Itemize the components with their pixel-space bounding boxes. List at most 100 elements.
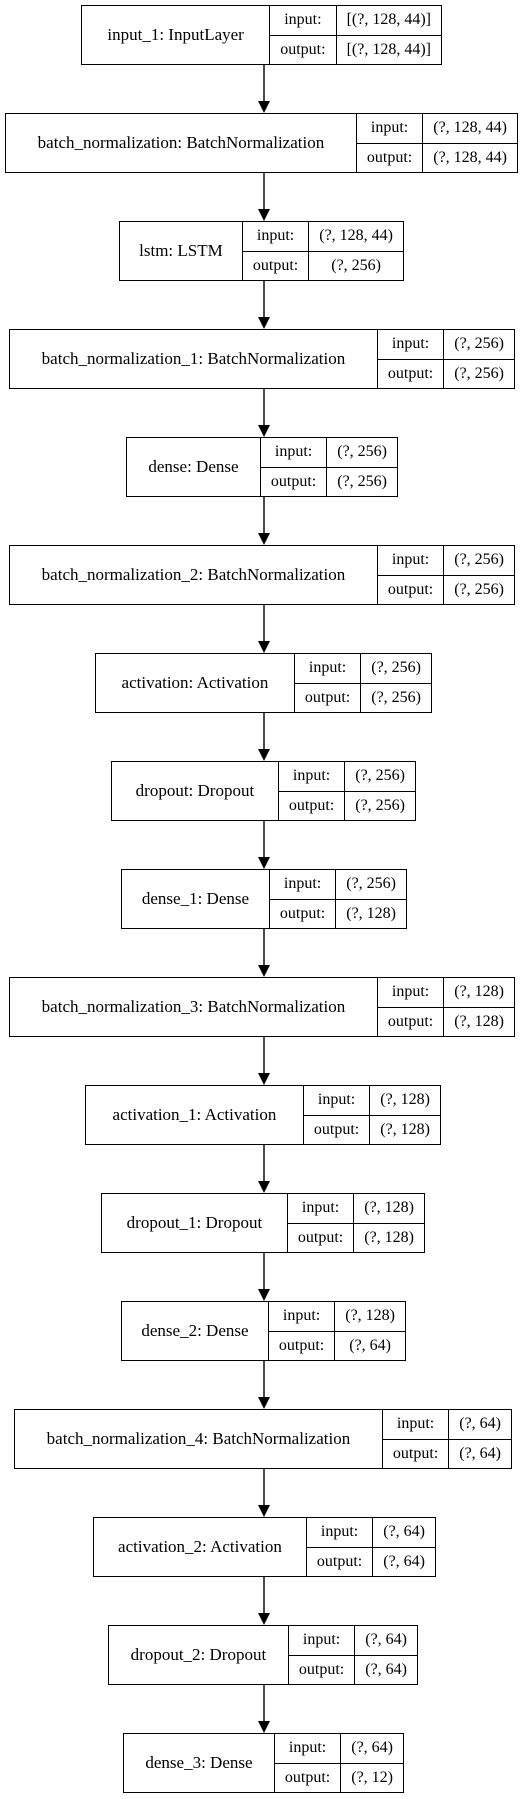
output-label: output: [294,682,361,713]
arrowhead-icon [258,965,270,977]
layer-node-dense-3: dense_3: Dense input: output: (?, 64) (?… [123,1733,404,1793]
output-label: output: [382,1438,449,1469]
input-shape: (?, 64) [459,1415,501,1433]
output-shape: (?, 12) [341,1762,403,1793]
input-label: input: [302,1631,341,1649]
layer-name: dense_2: Dense [122,1302,269,1360]
output-shape: (?, 128) [444,1006,514,1037]
layer-node-dense: dense: Dense input: output: (?, 256) (?,… [126,437,398,497]
output-shape: (?, 256) [345,790,415,821]
output-shape: (?, 64) [373,1546,435,1577]
output-label: output: [242,250,309,281]
layer-name: dense_1: Dense [122,870,270,928]
input-shape: (?, 128) [454,983,504,1001]
output-shape: (?, 256) [327,466,397,497]
output-label: output: [306,1546,373,1577]
input-label: input: [391,551,430,569]
arrowhead-icon [258,1073,270,1085]
layer-node-activation-1: activation_1: Activation input: output: … [85,1085,441,1145]
output-label: output: [377,358,444,389]
output-shape: (?, 256) [444,574,514,605]
input-shape: (?, 256) [355,767,405,785]
layer-name: activation: Activation [96,654,295,712]
input-shape: (?, 128) [380,1091,430,1109]
arrowhead-icon [258,1289,270,1301]
output-label: output: [287,1222,354,1253]
input-label: input: [284,11,322,29]
input-label: input: [317,1091,356,1109]
output-label: output: [377,1006,444,1037]
layer-node-dense-1: dense_1: Dense input: output: (?, 256) (… [121,869,407,929]
input-shape: (?, 64) [365,1631,407,1649]
layer-node-activation-2: activation_2: Activation input: output: … [93,1517,436,1577]
input-label: input: [256,227,295,245]
output-shape: (?, 128) [336,898,406,929]
layer-name: dropout: Dropout [112,762,279,820]
layer-name: batch_normalization_2: BatchNormalizatio… [10,546,378,604]
input-shape: (?, 256) [346,875,396,893]
arrowhead-icon [258,425,270,437]
input-shape: (?, 256) [454,551,504,569]
output-label: output: [268,1330,335,1361]
output-shape: (?, 64) [355,1654,417,1685]
output-label: output: [303,1114,370,1145]
arrowhead-icon [258,1505,270,1517]
output-shape: (?, 128) [370,1114,440,1145]
input-label: input: [370,119,409,137]
input-label: input: [274,443,313,461]
output-label: output: [274,1762,341,1793]
arrowhead-icon [258,1397,270,1409]
input-label: input: [320,1523,359,1541]
output-shape: (?, 256) [309,250,403,281]
input-shape: (?, 256) [371,659,421,677]
input-label: input: [308,659,347,677]
layer-node-activation: activation: Activation input: output: (?… [95,653,432,713]
output-label: output: [278,790,345,821]
layer-node-batch-normalization-1: batch_normalization_1: BatchNormalizatio… [9,329,515,389]
arrowhead-icon [258,209,270,221]
arrowhead-icon [258,1613,270,1625]
layer-node-batch-normalization-2: batch_normalization_2: BatchNormalizatio… [9,545,515,605]
input-label: input: [292,767,331,785]
output-label: output: [260,466,327,497]
layer-name: dropout_2: Dropout [109,1626,289,1684]
input-shape: [(?, 128, 44)] [346,11,431,29]
arrowhead-icon [258,101,270,113]
layer-name: dense_3: Dense [124,1734,275,1792]
layer-node-dropout: dropout: Dropout input: output: (?, 256)… [111,761,416,821]
output-shape: (?, 256) [361,682,431,713]
input-shape: (?, 64) [383,1523,425,1541]
layer-name: activation_1: Activation [86,1086,304,1144]
arrowhead-icon [258,533,270,545]
arrowhead-icon [258,1721,270,1733]
input-label: input: [282,1307,321,1325]
input-label: input: [391,335,430,353]
output-shape: (?, 64) [449,1438,511,1469]
input-shape: (?, 128) [345,1307,395,1325]
layer-node-dense-2: dense_2: Dense input: output: (?, 128) (… [121,1301,406,1361]
layer-name: batch_normalization: BatchNormalization [6,114,357,172]
input-shape: (?, 256) [337,443,387,461]
output-shape: (?, 256) [444,358,514,389]
layer-name: lstm: LSTM [120,222,243,280]
output-shape: [(?, 128, 44)] [336,34,441,65]
output-shape: (?, 128, 44) [423,142,517,173]
input-label: input: [396,1415,435,1433]
layer-name: dropout_1: Dropout [102,1194,288,1252]
input-label: input: [283,875,322,893]
layer-name: activation_2: Activation [94,1518,307,1576]
layer-name: batch_normalization_1: BatchNormalizatio… [10,330,378,388]
input-shape: (?, 64) [351,1739,393,1757]
input-shape: (?, 256) [454,335,504,353]
layer-node-batch-normalization-4: batch_normalization_4: BatchNormalizatio… [14,1409,512,1469]
layer-node-dropout-2: dropout_2: Dropout input: output: (?, 64… [108,1625,418,1685]
arrowhead-icon [258,749,270,761]
output-label: output: [288,1654,355,1685]
output-shape: (?, 64) [335,1330,405,1361]
input-label: input: [288,1739,327,1757]
output-label: output: [356,142,423,173]
arrowhead-icon [258,317,270,329]
arrowhead-icon [258,857,270,869]
